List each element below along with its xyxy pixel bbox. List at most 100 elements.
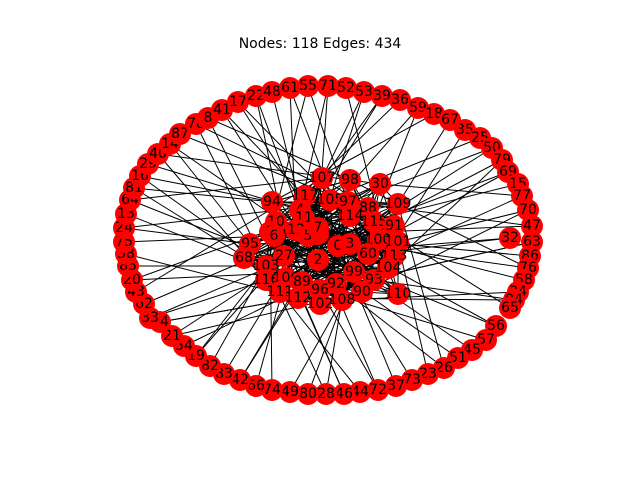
graph-node: 111 <box>267 281 293 303</box>
graph-node: 115 <box>361 211 387 233</box>
node-marker <box>279 381 301 403</box>
node-label: 21 <box>163 328 181 344</box>
node-marker <box>343 261 365 283</box>
graph-node: 27 <box>273 245 295 267</box>
graph-edge <box>301 215 351 283</box>
node-label: 91 <box>385 218 403 234</box>
graph-node: 72 <box>367 379 389 401</box>
node-label: 23 <box>419 366 437 382</box>
node-label: 103 <box>253 258 280 274</box>
node-label: 5 <box>304 228 313 244</box>
node-label: 102 <box>307 296 334 312</box>
graph-node: 41 <box>211 99 233 121</box>
node-marker <box>369 173 391 195</box>
node-marker <box>339 205 361 227</box>
node-marker <box>371 85 393 107</box>
graph-node: 36 <box>389 89 411 111</box>
node-label: 94 <box>263 194 281 210</box>
node-marker <box>319 189 341 211</box>
node-marker <box>315 383 337 405</box>
node-marker <box>389 89 411 111</box>
graph-node: 98 <box>339 169 361 191</box>
node-label: 49 <box>281 384 299 400</box>
graph-edge <box>397 203 445 369</box>
graph-node: 105 <box>317 189 343 211</box>
node-label: 89 <box>293 274 311 290</box>
node-label: 48 <box>263 84 281 100</box>
node-marker <box>499 227 521 249</box>
node-label: 28 <box>317 386 335 402</box>
node-marker <box>317 75 339 97</box>
node-marker <box>363 211 385 233</box>
node-marker <box>385 375 407 397</box>
node-label: 7 <box>314 220 323 236</box>
node-marker <box>263 225 285 247</box>
node-marker <box>331 289 353 311</box>
graph-node: 80 <box>297 383 319 405</box>
node-marker <box>279 77 301 99</box>
node-label: 65 <box>501 300 519 316</box>
node-marker <box>357 243 379 265</box>
node-label: 60 <box>359 246 377 262</box>
node-label: 56 <box>487 318 505 334</box>
node-label: 41 <box>213 102 231 118</box>
graph-node: 71 <box>317 75 339 97</box>
graph-node: 47 <box>521 215 543 237</box>
graph-edge <box>149 279 267 319</box>
graph-edge <box>123 201 349 229</box>
node-marker <box>335 77 357 99</box>
graph-edge <box>325 299 343 395</box>
node-marker <box>333 383 355 405</box>
graph-node: 109 <box>385 193 411 215</box>
node-marker <box>297 383 319 405</box>
node-label: 51 <box>449 350 467 366</box>
node-label: 87 <box>171 126 189 142</box>
graph-edge <box>379 183 523 197</box>
graph-node: 6 <box>263 225 285 247</box>
node-label: 26 <box>435 360 453 376</box>
node-label: 99 <box>345 264 363 280</box>
graph-node: 107 <box>309 167 336 189</box>
node-label: 52 <box>337 80 355 96</box>
node-label: 8 <box>204 110 213 126</box>
graph-node: 112 <box>285 287 312 309</box>
graph-node: 2 <box>307 249 329 271</box>
node-label: 98 <box>341 172 359 188</box>
node-marker <box>261 191 283 213</box>
graph-node: 55 <box>297 75 319 97</box>
node-label: 107 <box>309 170 336 186</box>
node-label: 82 <box>201 358 219 374</box>
node-label: 90 <box>353 284 371 300</box>
node-marker <box>353 81 375 103</box>
node-label: 22 <box>247 88 265 104</box>
graph-node: 52 <box>335 77 357 99</box>
node-label: 18 <box>425 106 443 122</box>
node-marker <box>311 167 333 189</box>
node-label: 70 <box>519 202 537 218</box>
graph-edge <box>397 203 529 269</box>
node-label: 110 <box>385 286 412 302</box>
graph-node: 7 <box>307 217 329 239</box>
node-label: 6 <box>270 228 279 244</box>
graph-node: 17 <box>227 91 249 113</box>
node-marker <box>377 257 399 279</box>
graph-node: 104 <box>375 257 402 279</box>
graph-node: 3 <box>339 233 361 255</box>
node-label: 39 <box>373 88 391 104</box>
graph-node: 59 <box>407 97 429 119</box>
node-label: 68 <box>235 250 253 266</box>
graph-node: 44 <box>349 381 371 403</box>
node-label: 72 <box>369 382 387 398</box>
node-label: 30 <box>371 176 389 192</box>
node-marker <box>387 283 409 305</box>
graph-node: 87 <box>169 123 191 145</box>
node-label: 57 <box>477 332 495 348</box>
node-label: 104 <box>375 260 402 276</box>
node-marker <box>261 81 283 103</box>
node-label: 3 <box>346 236 355 252</box>
node-label: 112 <box>285 290 312 306</box>
node-label: 114 <box>337 208 364 224</box>
graph-edge <box>159 297 299 323</box>
node-label: 80 <box>299 386 317 402</box>
